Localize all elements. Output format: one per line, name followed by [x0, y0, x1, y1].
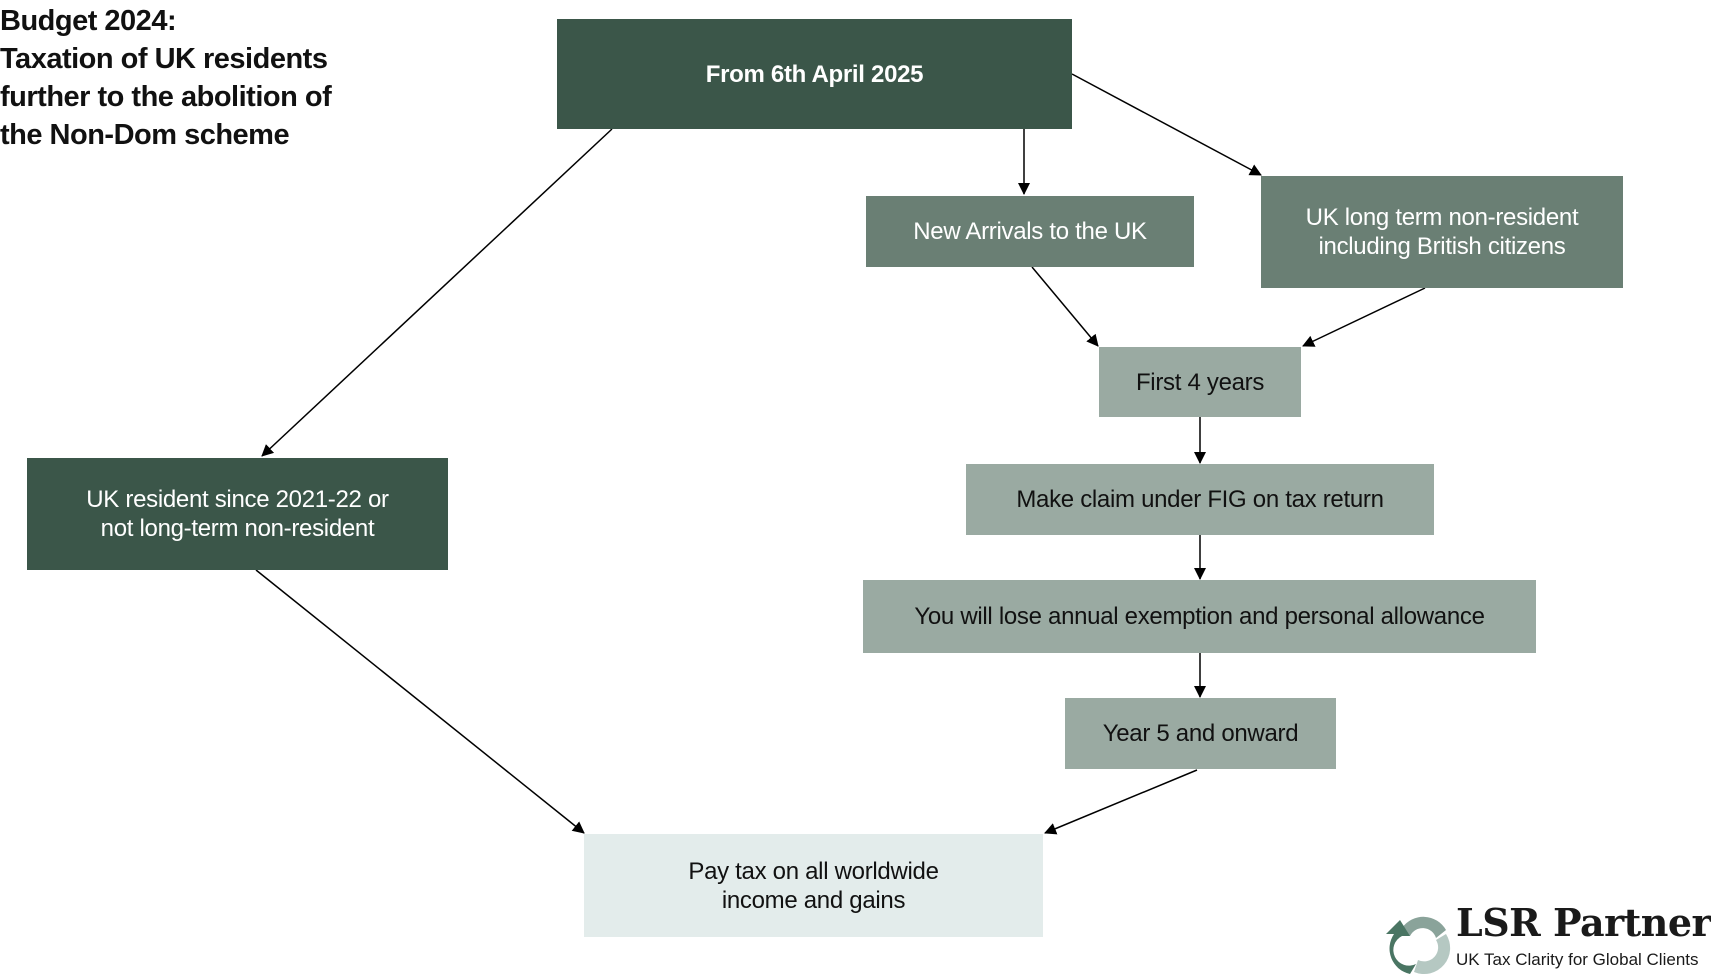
- arrow-start-to-long-term: [1071, 73, 1262, 176]
- circular-arrows-icon: [1386, 916, 1451, 975]
- lsr-partners-logo: LSR Partners UK Tax Clarity for Global C…: [1384, 900, 1711, 975]
- node-label: From 6th April 2025: [705, 60, 924, 88]
- node-pay-tax: Pay tax on all worldwide income and gain…: [584, 834, 1043, 937]
- diagram-title: Budget 2024: Taxation of UK residents fu…: [0, 2, 332, 154]
- logo-name: LSR Partners: [1456, 900, 1711, 945]
- title-line: the Non-Dom scheme: [0, 119, 290, 151]
- arrow-year5-to-pay-tax: [1044, 769, 1198, 835]
- node-long-term-nonresident: UK long term non-resident including Brit…: [1261, 176, 1623, 288]
- node-label: UK long term non-resident: [1305, 204, 1579, 231]
- arrow-uk-resident-to-pay-tax: [255, 569, 585, 834]
- node-label: New Arrivals to the UK: [913, 218, 1147, 245]
- node-year-5: Year 5 and onward: [1065, 698, 1336, 769]
- node-label: Year 5 and onward: [1102, 720, 1299, 747]
- node-label: Pay tax on all worldwide: [688, 857, 939, 885]
- arrow-new-arrivals-to-first-4: [1031, 266, 1099, 347]
- node-label: Make claim under FIG on tax return: [1016, 486, 1384, 513]
- arrow-long-term-to-first-4: [1302, 287, 1426, 347]
- node-label: You will lose annual exemption and perso…: [914, 603, 1485, 630]
- node-uk-resident: UK resident since 2021-22 or not long-te…: [27, 458, 448, 570]
- node-label: including British citizens: [1318, 233, 1566, 260]
- node-make-claim: Make claim under FIG on tax return: [966, 464, 1434, 535]
- node-label: income and gains: [721, 886, 906, 914]
- node-lose-allowance: You will lose annual exemption and perso…: [863, 580, 1536, 653]
- node-new-arrivals: New Arrivals to the UK: [866, 196, 1194, 267]
- logo-tagline: UK Tax Clarity for Global Clients: [1456, 950, 1699, 969]
- node-label: UK resident since 2021-22 or: [86, 486, 389, 513]
- title-line: Taxation of UK residents: [0, 43, 328, 75]
- title-line: further to the abolition of: [0, 81, 332, 113]
- arrow-start-to-uk-resident: [261, 128, 613, 457]
- title-line: Budget 2024:: [0, 5, 177, 37]
- node-label: not long-term non-resident: [100, 515, 375, 542]
- node-start: From 6th April 2025: [557, 19, 1072, 129]
- node-first-4-years: First 4 years: [1099, 347, 1301, 417]
- node-label: First 4 years: [1135, 368, 1265, 396]
